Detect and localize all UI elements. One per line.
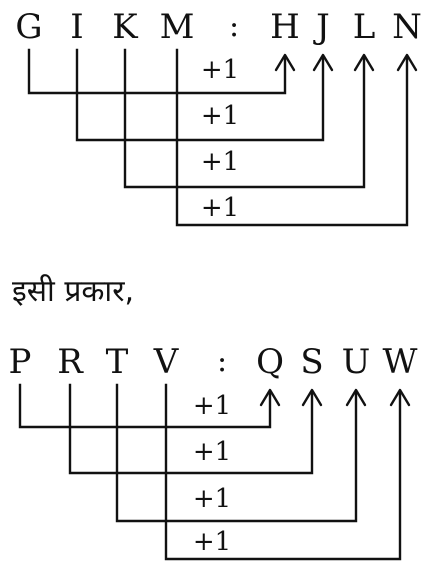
step-label-1: +1 — [193, 391, 231, 421]
arrow-head-1 — [259, 388, 281, 407]
arrow-head-3 — [353, 53, 375, 72]
arrow-head-2 — [312, 53, 334, 72]
similarly-caption: इसी प्रकार, — [12, 274, 134, 309]
connector-line-4 — [175, 48, 409, 227]
arrow-head-4 — [389, 388, 411, 407]
step-label-3: +1 — [201, 147, 239, 177]
source-letter-3: K — [112, 7, 138, 47]
step-label-3: +1 — [193, 484, 231, 514]
target-letter-3: U — [342, 342, 371, 382]
target-letter-2: S — [300, 342, 323, 382]
connector-line-4 — [164, 383, 402, 561]
arrow-head-2 — [301, 388, 323, 407]
step-label-2: +1 — [193, 437, 231, 467]
source-letter-2: I — [70, 7, 83, 47]
ratio-colon: : — [217, 344, 227, 379]
target-letter-3: L — [353, 7, 376, 47]
source-letter-4: V — [153, 342, 180, 382]
step-label-4: +1 — [201, 193, 239, 223]
target-letter-1: H — [270, 7, 300, 47]
connector-line-2 — [68, 383, 314, 475]
source-letter-3: T — [106, 342, 129, 382]
source-letter-2: R — [57, 342, 84, 382]
arrow-head-3 — [345, 388, 367, 407]
target-letter-4: W — [383, 342, 418, 382]
step-label-1: +1 — [201, 55, 239, 85]
arrow-head-1 — [274, 53, 296, 72]
step-label-2: +1 — [201, 101, 239, 131]
connector-line-2 — [75, 48, 325, 142]
source-letter-4: M — [160, 7, 195, 47]
connector-line-3 — [123, 48, 366, 189]
ratio-colon: : — [229, 9, 239, 44]
target-letter-4: N — [392, 7, 422, 47]
step-label-4: +1 — [193, 527, 231, 557]
source-letter-1: P — [9, 342, 32, 382]
connector-line-1 — [27, 48, 287, 95]
target-letter-1: Q — [256, 342, 284, 382]
connector-line-3 — [115, 383, 358, 523]
group-2: P R T V : Q S U W +1 +1 +1 +1 — [9, 342, 418, 561]
target-letter-2: J — [313, 7, 330, 47]
source-letter-1: G — [15, 7, 42, 47]
group-1: G I K M : H J L N +1 +1 +1 +1 — [15, 7, 422, 227]
arrow-head-4 — [396, 53, 418, 72]
connector-line-1 — [18, 383, 272, 429]
